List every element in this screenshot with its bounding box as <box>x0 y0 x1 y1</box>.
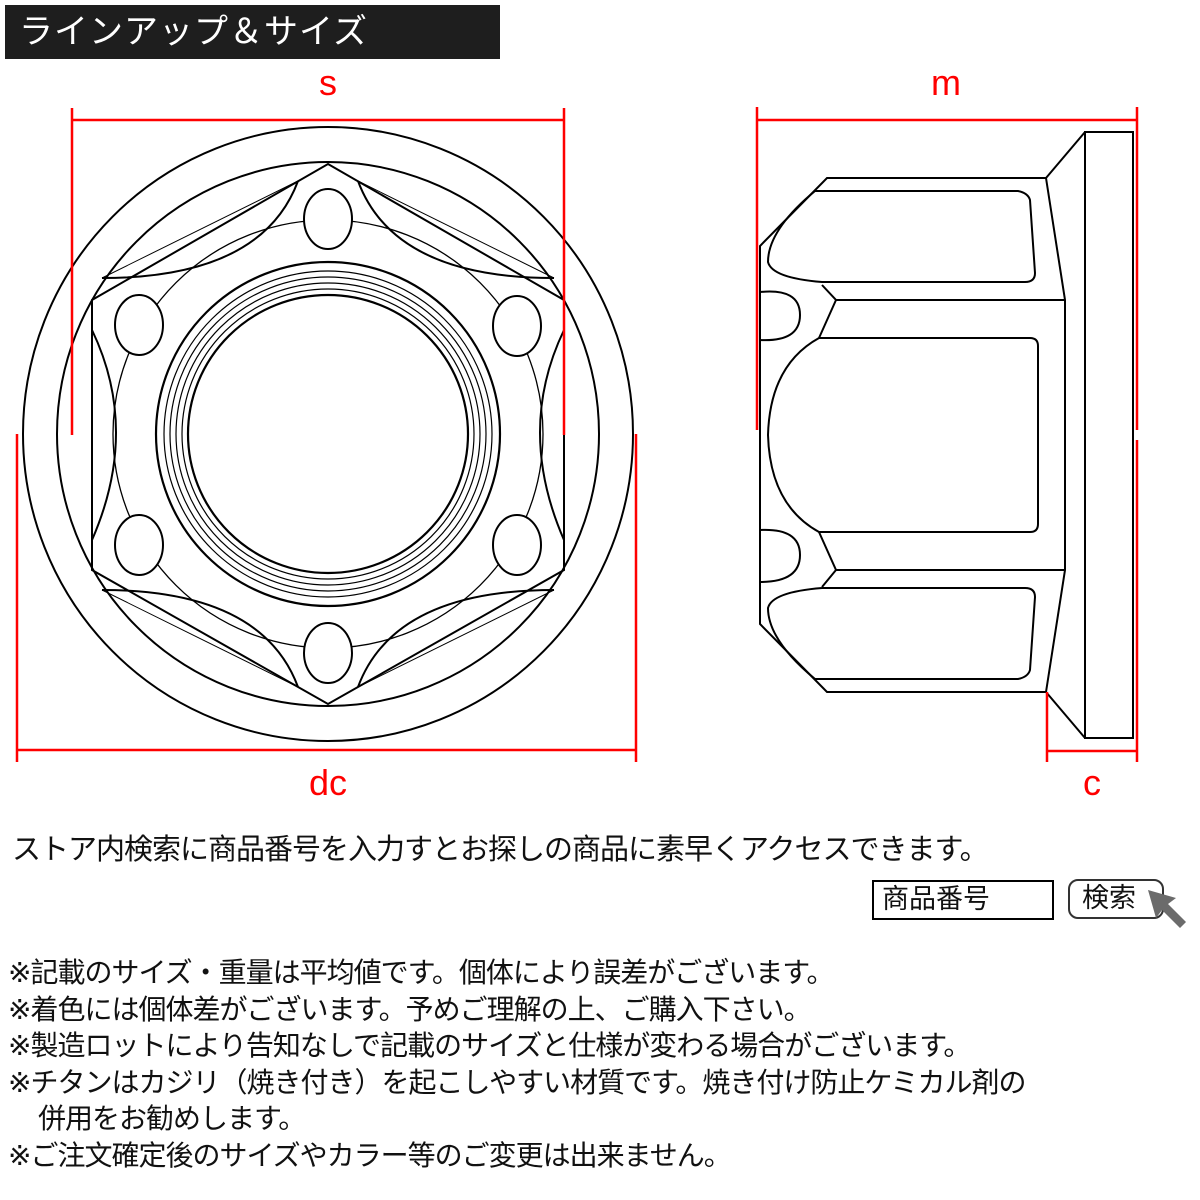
dimension-label-c: c <box>1083 762 1101 803</box>
dimension-s <box>70 108 566 435</box>
technical-drawing <box>15 107 1139 762</box>
cursor-arrow-icon <box>1148 890 1186 928</box>
front-view-nut <box>22 126 634 742</box>
dimension-c <box>1045 440 1139 762</box>
note-item: ※製造ロットにより告知なしで記載のサイズと仕様が変わる場合がございます。 <box>8 1029 971 1062</box>
dimension-label-s: s <box>319 62 337 103</box>
notes-list: ※記載のサイズ・重量は平均値です。個体により誤差がございます。 ※着色には個体差… <box>8 955 1027 1174</box>
dimension-m <box>755 107 1139 430</box>
section-title: ラインアップ＆サイズ <box>5 5 500 59</box>
note-item: ※チタンはカジリ（焼き付き）を起こしやすい材質です。焼き付け防止ケミカル剤の <box>8 1065 1027 1099</box>
note-item-continuation: 併用をお勧めします。 <box>38 1102 306 1135</box>
dimension-label-dc: dc <box>308 762 348 803</box>
dimension-label-m: m <box>931 62 961 103</box>
side-view-nut <box>759 131 1134 739</box>
note-item: ※記載のサイズ・重量は平均値です。個体により誤差がございます。 <box>8 956 834 989</box>
note-item: ※ご注文確定後のサイズやカラー等のご変更は出来ません。 <box>8 1138 732 1172</box>
product-number-input[interactable]: 商品番号 <box>872 880 1054 920</box>
dimension-dc <box>15 434 638 762</box>
search-description: ストア内検索に商品番号を入力すとお探しの商品に素早くアクセスできます。 <box>12 832 989 866</box>
note-item: ※着色には個体差がございます。予めご理解の上、ご購入下さい。 <box>8 992 812 1026</box>
search-button[interactable]: 検索 <box>1068 879 1164 919</box>
